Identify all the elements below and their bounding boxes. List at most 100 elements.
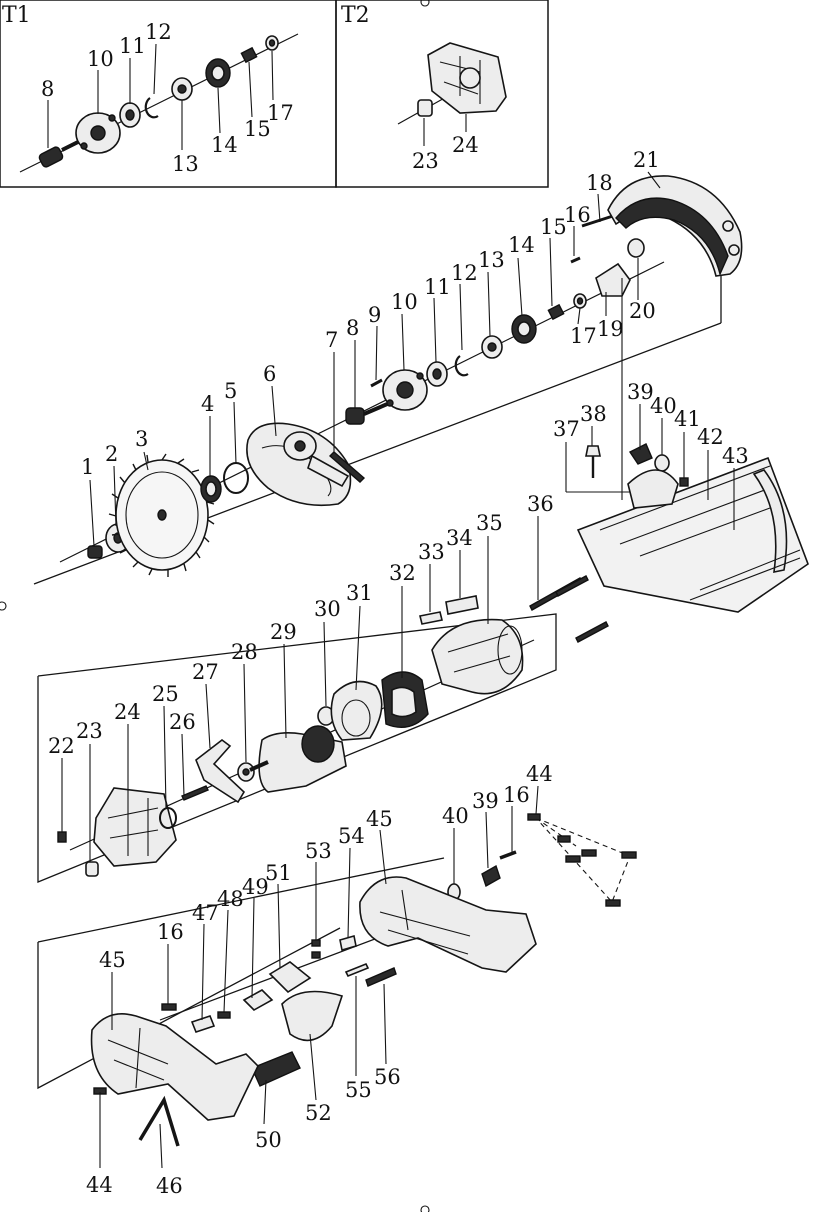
callout-9: 9 bbox=[368, 303, 381, 327]
callouts-handle: 16 44 45 46 47 48 50 49 51 52 53 54 55 5… bbox=[86, 762, 553, 1198]
callout-24: 24 bbox=[114, 700, 141, 724]
callouts-t1: 8 10 11 12 13 14 15 17 bbox=[41, 20, 294, 176]
callout-20: 20 bbox=[629, 299, 656, 323]
callouts-t2: 23 24 bbox=[412, 133, 479, 173]
callout-t1-8: 8 bbox=[41, 77, 54, 101]
saw-blade bbox=[108, 453, 215, 577]
callout-51: 51 bbox=[265, 861, 292, 885]
leaders-t2 bbox=[423, 114, 467, 146]
callout-7: 7 bbox=[325, 328, 338, 352]
handle-group bbox=[37, 813, 637, 1147]
callout-3: 3 bbox=[135, 427, 148, 451]
callout-25: 25 bbox=[152, 682, 179, 706]
registration-mark-left bbox=[0, 601, 7, 611]
callout-14: 14 bbox=[508, 233, 535, 257]
callout-37: 37 bbox=[553, 417, 580, 441]
callout-18: 18 bbox=[586, 171, 613, 195]
callout-52: 52 bbox=[305, 1101, 332, 1125]
callout-t1-13: 13 bbox=[172, 152, 199, 176]
callout-10: 10 bbox=[391, 290, 418, 314]
callout-t1-12: 12 bbox=[145, 20, 172, 44]
callout-46: 46 bbox=[156, 1174, 183, 1198]
callout-36: 36 bbox=[527, 492, 554, 516]
callout-32: 32 bbox=[389, 561, 416, 585]
callout-48: 48 bbox=[217, 887, 244, 911]
callout-45-right: 45 bbox=[366, 807, 393, 831]
callout-t1-11: 11 bbox=[119, 34, 146, 58]
callout-11: 11 bbox=[424, 275, 451, 299]
callout-53: 53 bbox=[305, 839, 332, 863]
callout-2: 2 bbox=[105, 442, 118, 466]
callout-55: 55 bbox=[345, 1078, 372, 1102]
callouts-blade: 1 2 3 4 5 6 7 8 9 10 11 12 13 14 15 16 1… bbox=[81, 148, 660, 479]
callout-4: 4 bbox=[201, 392, 214, 416]
callout-16-lower: 16 bbox=[157, 920, 184, 944]
callout-44-lower: 44 bbox=[86, 1173, 113, 1197]
leaders-handle bbox=[99, 785, 539, 1169]
callout-26: 26 bbox=[169, 710, 196, 734]
leaders-base bbox=[537, 404, 735, 600]
callout-42: 42 bbox=[697, 425, 724, 449]
callout-35: 35 bbox=[476, 511, 503, 535]
callout-t2-23: 23 bbox=[412, 149, 439, 173]
callout-21: 21 bbox=[633, 148, 660, 172]
callout-31: 31 bbox=[346, 581, 373, 605]
armature bbox=[249, 725, 347, 793]
callout-33: 33 bbox=[418, 540, 445, 564]
callout-12: 12 bbox=[451, 261, 478, 285]
callout-45-left: 45 bbox=[99, 948, 126, 972]
callout-1: 1 bbox=[81, 455, 94, 479]
callout-38: 38 bbox=[580, 402, 607, 426]
inset-t1: T1 bbox=[0, 0, 337, 188]
callout-30: 30 bbox=[314, 597, 341, 621]
callout-23: 23 bbox=[76, 719, 103, 743]
callout-44-upper: 44 bbox=[526, 762, 553, 786]
callout-13: 13 bbox=[478, 248, 505, 272]
callout-16-handle: 16 bbox=[503, 783, 530, 807]
callout-t2-24: 24 bbox=[452, 133, 479, 157]
callout-50: 50 bbox=[255, 1128, 282, 1152]
registration-mark-bottom bbox=[420, 1205, 430, 1212]
leaders-motor bbox=[61, 536, 489, 862]
callout-t1-15: 15 bbox=[244, 117, 271, 141]
callout-39: 39 bbox=[627, 380, 654, 404]
leaders-blade bbox=[89, 171, 661, 547]
callouts-motor: 22 23 24 25 26 27 28 29 30 31 32 33 34 3… bbox=[48, 511, 503, 758]
callout-47: 47 bbox=[192, 901, 219, 925]
inset-title-t2: T2 bbox=[341, 3, 370, 28]
callout-43: 43 bbox=[722, 444, 749, 468]
callout-19: 19 bbox=[597, 317, 624, 341]
callout-49: 49 bbox=[242, 875, 269, 899]
callout-41: 41 bbox=[674, 407, 701, 431]
callout-54: 54 bbox=[338, 824, 365, 848]
callout-56: 56 bbox=[374, 1065, 401, 1089]
callout-28: 28 bbox=[231, 640, 258, 664]
callout-34: 34 bbox=[446, 526, 473, 550]
inset-t2: T2 bbox=[335, 0, 549, 188]
upper-guard bbox=[607, 175, 743, 277]
callout-17: 17 bbox=[570, 324, 597, 348]
motor-group bbox=[37, 575, 609, 883]
callout-40-handle: 40 bbox=[442, 804, 469, 828]
callouts-base: 36 37 38 39 40 41 42 43 bbox=[527, 380, 749, 516]
lower-guard bbox=[246, 422, 352, 507]
callout-t1-14: 14 bbox=[211, 133, 238, 157]
callout-15: 15 bbox=[540, 215, 567, 239]
registration-mark-top bbox=[420, 0, 430, 7]
callout-8: 8 bbox=[346, 316, 359, 340]
callout-16: 16 bbox=[564, 203, 591, 227]
callout-t1-10: 10 bbox=[87, 47, 114, 71]
inset-title-t1: T1 bbox=[2, 3, 31, 28]
blade-group bbox=[33, 175, 743, 585]
callout-t1-17: 17 bbox=[267, 101, 294, 125]
callout-40: 40 bbox=[650, 394, 677, 418]
callout-29: 29 bbox=[270, 620, 297, 644]
callout-5: 5 bbox=[224, 379, 237, 403]
callout-22: 22 bbox=[48, 734, 75, 758]
callout-27: 27 bbox=[192, 660, 219, 684]
callout-6: 6 bbox=[263, 362, 276, 386]
leaders-t1 bbox=[47, 43, 274, 150]
base-group bbox=[565, 278, 809, 613]
callout-39-handle: 39 bbox=[472, 789, 499, 813]
